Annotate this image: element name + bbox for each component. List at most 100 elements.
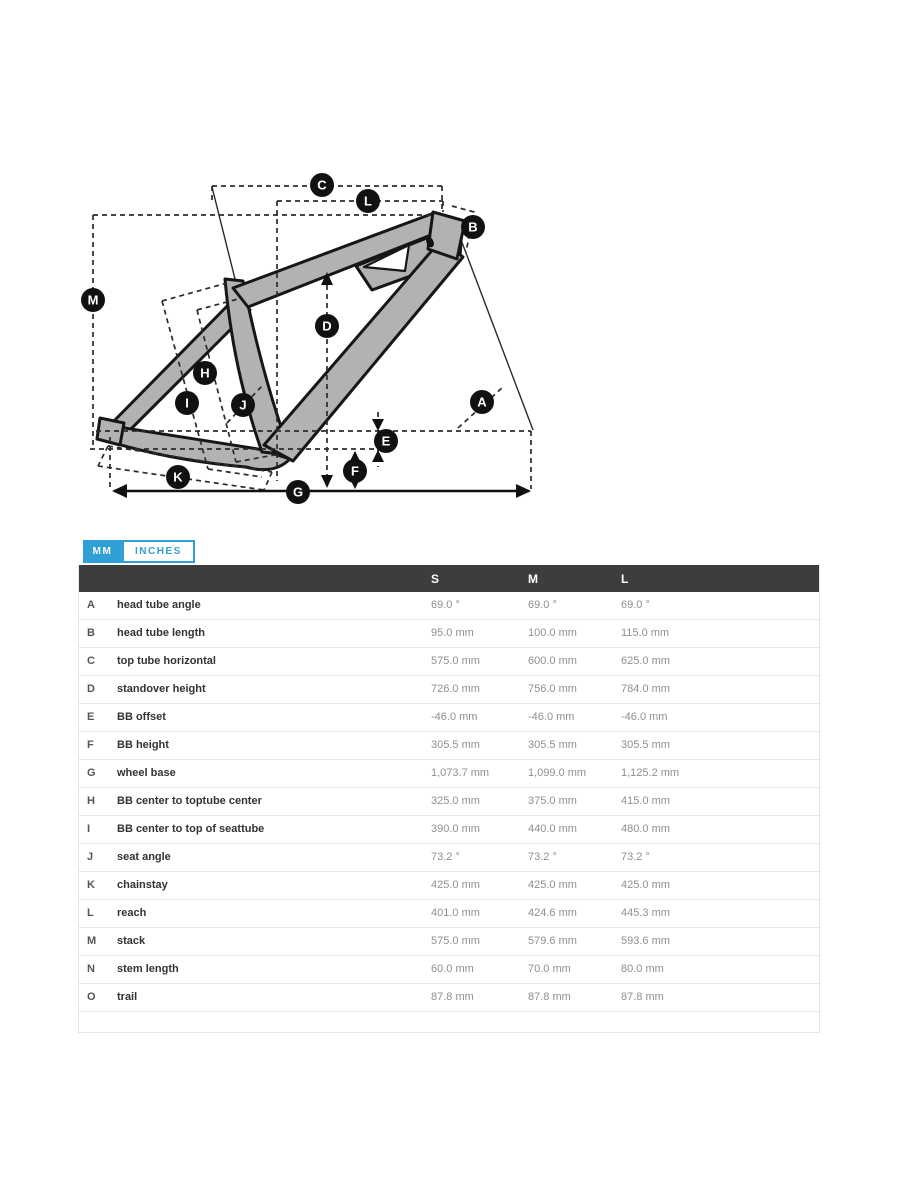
- row-label: BB center to toptube center: [117, 795, 262, 807]
- row-label: stem length: [117, 963, 179, 975]
- row-letter: J: [87, 851, 94, 863]
- seat-tube-axis-line: [211, 186, 238, 288]
- tab-mm[interactable]: MM: [83, 540, 122, 563]
- row-letter: O: [87, 991, 96, 1003]
- diagram-marker-J: J: [231, 393, 255, 417]
- value-m: 425.0 mm: [528, 879, 577, 891]
- value-s: 726.0 mm: [431, 683, 480, 695]
- value-s: 575.0 mm: [431, 935, 480, 947]
- row-letter: A: [87, 599, 95, 611]
- row-letter: D: [87, 683, 95, 695]
- row-letter: K: [87, 879, 95, 891]
- svg-text:G: G: [293, 485, 303, 500]
- value-m: 100.0 mm: [528, 627, 577, 639]
- svg-text:C: C: [317, 178, 327, 193]
- value-s: -46.0 mm: [431, 711, 478, 723]
- row-letter: F: [87, 739, 94, 751]
- row-letter: G: [87, 767, 96, 779]
- value-l: 115.0 mm: [621, 627, 670, 639]
- value-m: 70.0 mm: [528, 963, 571, 975]
- row-label: trail: [117, 991, 138, 1003]
- value-m: 756.0 mm: [528, 683, 577, 695]
- value-m: 375.0 mm: [528, 795, 577, 807]
- row-label: head tube length: [117, 627, 205, 639]
- value-m: 1,099.0 mm: [528, 767, 587, 779]
- value-l: 784.0 mm: [621, 683, 670, 695]
- head-tube: [426, 210, 467, 261]
- value-m: 87.8 mm: [528, 991, 571, 1003]
- svg-text:B: B: [468, 220, 477, 235]
- value-m: 69.0 °: [528, 599, 557, 611]
- table-footer-space: [79, 1012, 819, 1032]
- value-m: 600.0 mm: [528, 655, 577, 667]
- column-header-m: M: [528, 571, 538, 586]
- value-l: 593.6 mm: [621, 935, 670, 947]
- row-label: BB center to top of seattube: [117, 823, 265, 835]
- row-letter: N: [87, 963, 95, 975]
- value-s: 60.0 mm: [431, 963, 474, 975]
- svg-text:E: E: [382, 434, 391, 449]
- row-label: standover height: [117, 683, 206, 695]
- svg-text:D: D: [322, 319, 331, 334]
- diagram-marker-L: L: [356, 189, 380, 213]
- arrow-G-left: [112, 484, 127, 498]
- diagram-marker-F: F: [343, 459, 367, 483]
- wheelbase-arrow: [112, 484, 531, 498]
- value-l: 480.0 mm: [621, 823, 670, 835]
- value-l: 80.0 mm: [621, 963, 664, 975]
- row-label: seat angle: [117, 851, 171, 863]
- value-s: 305.5 mm: [431, 739, 480, 751]
- value-m: 440.0 mm: [528, 823, 577, 835]
- value-m: 305.5 mm: [528, 739, 577, 751]
- row-label: BB height: [117, 739, 169, 751]
- row-label: BB offset: [117, 711, 166, 723]
- arrow-D-top: [321, 272, 333, 285]
- measure-I-bracket: [161, 282, 263, 478]
- cable-port-hole: [426, 236, 434, 248]
- diagram-marker-A: A: [470, 390, 494, 414]
- table-header-row: S M L: [79, 565, 819, 592]
- diagram-marker-K: K: [166, 465, 190, 489]
- table-row: F BB height 305.5 mm 305.5 mm 305.5 mm: [79, 732, 819, 760]
- column-header-l: L: [621, 571, 629, 586]
- value-l: -46.0 mm: [621, 711, 668, 723]
- value-l: 87.8 mm: [621, 991, 664, 1003]
- row-label: stack: [117, 935, 146, 947]
- measure-M-stack: [92, 214, 433, 449]
- svg-text:K: K: [173, 470, 183, 485]
- gusset-cutout: [362, 243, 411, 273]
- arrow-E-up: [372, 450, 384, 462]
- value-l: 415.0 mm: [621, 795, 670, 807]
- value-l: 445.3 mm: [621, 907, 670, 919]
- diagram-marker-M: M: [81, 288, 105, 312]
- tab-inches[interactable]: INCHES: [122, 540, 195, 563]
- row-letter: B: [87, 627, 95, 639]
- value-s: 69.0 °: [431, 599, 460, 611]
- diagram-marker-E: E: [374, 429, 398, 453]
- arrow-E-down: [372, 419, 384, 431]
- row-letter: L: [87, 907, 94, 919]
- value-l: 305.5 mm: [621, 739, 670, 751]
- value-s: 425.0 mm: [431, 879, 480, 891]
- svg-text:M: M: [88, 293, 99, 308]
- value-s: 390.0 mm: [431, 823, 480, 835]
- row-letter: C: [87, 655, 95, 667]
- svg-text:J: J: [239, 398, 246, 413]
- svg-text:L: L: [364, 194, 372, 209]
- value-s: 87.8 mm: [431, 991, 474, 1003]
- value-l: 625.0 mm: [621, 655, 670, 667]
- value-s: 575.0 mm: [431, 655, 480, 667]
- row-label: reach: [117, 907, 147, 919]
